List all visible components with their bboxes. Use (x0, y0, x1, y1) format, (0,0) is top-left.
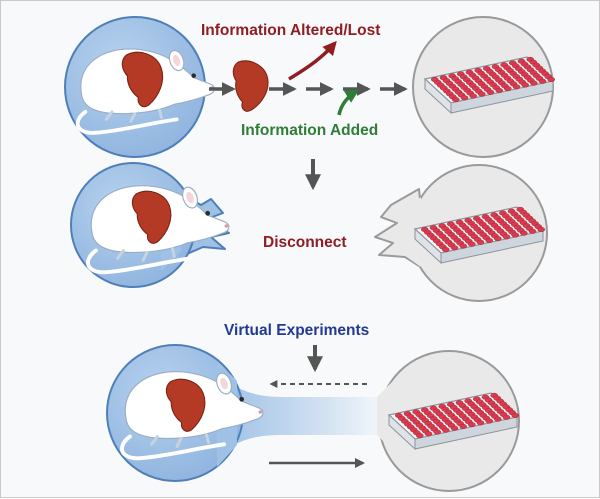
row1-liver-icon (232, 60, 269, 112)
well-plate-icon (414, 206, 545, 264)
info-lost-arrow (288, 40, 337, 81)
well-plate-icon (388, 392, 519, 450)
row1-rat-bubble (64, 16, 214, 158)
disconnect-label: Disconnect (263, 234, 347, 251)
row1-plate-bubble (412, 16, 555, 158)
information-added-label: Information Added (241, 122, 379, 139)
info-added-arrow (337, 89, 360, 116)
well-plate-icon (424, 56, 555, 114)
row2-plate-bubble (374, 164, 548, 302)
virtual-experiments-label: Virtual Experiments (224, 322, 370, 339)
row2-rat-bubble (70, 162, 229, 288)
row3-plate-bubble (377, 350, 520, 492)
virtual-bridge (221, 379, 405, 453)
row3-rat-bubble (106, 344, 263, 482)
information-altered-lost-label: Information Altered/Lost (201, 22, 381, 39)
